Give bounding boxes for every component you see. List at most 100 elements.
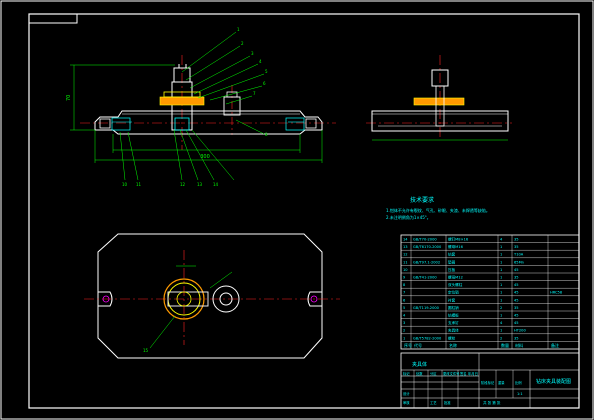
bom-cell: 11: [403, 260, 408, 264]
tb-label-2: 分区: [430, 371, 437, 376]
plan-locating-pin-outer: [212, 285, 240, 313]
plan-left-slot: [98, 291, 113, 307]
bom-cell: 1: [500, 291, 502, 295]
tb-weight: 重量: [498, 380, 505, 385]
plan-leader: [149, 315, 176, 349]
side-base: [371, 110, 509, 132]
plan-view: 15: [84, 233, 340, 359]
side-stud: [435, 85, 445, 127]
bom-cell: 2: [403, 329, 405, 333]
bom-cell: 1: [500, 298, 502, 302]
bom-cell: 45: [514, 268, 519, 272]
balloon-1: 1: [237, 27, 240, 32]
side-view: [366, 55, 512, 141]
tb-label-5: 年月日: [468, 371, 478, 376]
nut-top: [173, 67, 191, 83]
bom-cell: 螺栓: [448, 335, 456, 340]
plan-outer-circle: [163, 278, 205, 320]
title-block-drawing-name: 钻床夹具装配图: [536, 378, 571, 385]
bom-cell: 1: [500, 329, 502, 333]
leader-lines-bottom: [119, 129, 235, 181]
balloon-b13: 13: [197, 182, 203, 187]
plan-inner-circle: [176, 291, 192, 307]
bom-cell: 支承钉: [448, 320, 459, 325]
bom-cell: 35: [514, 306, 519, 310]
bom-cell: 35: [514, 276, 519, 280]
balloon-4: 4: [259, 59, 262, 64]
bom-cell: 螺钉M8×16: [448, 237, 469, 242]
bom-cell: 45: [514, 298, 519, 302]
bom-cell: 35: [514, 336, 519, 340]
balloon-5: 5: [265, 69, 268, 74]
balloon-2: 2: [241, 41, 244, 46]
balloon-3: 3: [251, 51, 254, 56]
tb-label-0: 标记: [403, 371, 410, 376]
plan-clamp-bar: [167, 291, 209, 307]
plan-leader-2: [209, 271, 233, 289]
bom-header-cell: 名称: [449, 342, 457, 348]
bom-header-cell: 序号: [404, 342, 412, 348]
bom-cell: 12: [403, 253, 408, 257]
bom-cell: GB/T119-2000: [413, 306, 440, 310]
bom-cell: 45: [514, 321, 519, 325]
bom-cell: 1: [500, 276, 502, 280]
bom-cell: 螺母M16: [448, 244, 464, 249]
bom-cell: 定位销: [448, 290, 459, 295]
bom-cell: 4: [403, 314, 406, 318]
left-support-block: [111, 117, 131, 131]
bom-cell: 垫圈: [448, 259, 456, 264]
bom-header-cell: 材料: [515, 342, 523, 348]
bom-cell: 衬套: [448, 297, 456, 302]
balloon-8: 8: [265, 132, 268, 137]
bom-cell: 6: [403, 298, 406, 302]
bom-cell: 1: [500, 245, 502, 249]
bom-cell: 13: [403, 245, 408, 249]
bom-cell: 3: [403, 321, 405, 325]
tb-review: 审核: [403, 400, 410, 405]
bom-cell: 1: [500, 268, 502, 272]
bom-cell: 35: [514, 238, 519, 242]
bom-header-cell: 代号: [414, 342, 422, 348]
bom-cell: 7: [403, 291, 405, 295]
plan-locating-pin-inner: [219, 292, 233, 306]
bom-cell: 1: [403, 336, 405, 340]
tech-note-1: 1.钳体不允许有裂纹、气孔、砂眼、夹渣、未焊透等缺陷。: [386, 207, 490, 213]
plan-left-bolt: [102, 295, 110, 303]
title-tab: [28, 13, 78, 24]
plan-balloon: 15: [143, 348, 149, 353]
bom-cell: 10: [403, 268, 408, 272]
bom-cell: HRC58: [550, 291, 563, 295]
bom-cell: 螺母M12: [448, 275, 463, 280]
bom-cell: 35: [514, 245, 519, 249]
balloon-b10: 10: [122, 182, 128, 187]
balloon-b11: 11: [136, 182, 142, 187]
balloon-6: 6: [263, 81, 266, 86]
title-block: 夹具体 钻床夹具装配图 标记 处数 分区 更改文件号 签名 年月日 设计 审核 …: [400, 352, 580, 409]
plan-body-outline: [97, 233, 323, 359]
bom-cell: 1: [500, 314, 502, 318]
bom-cell: HT200: [514, 329, 526, 333]
bushing-insert: [174, 117, 190, 131]
tb-scale-value: 1:1: [517, 392, 523, 396]
tb-label-3: 更改文件号: [443, 371, 460, 376]
bom-cell: 2: [500, 336, 502, 340]
tb-stage: 阶段标记: [481, 380, 495, 385]
bom-cell: 钻套: [448, 252, 456, 257]
balloon-7: 7: [253, 91, 256, 96]
tb-label-1: 处数: [416, 371, 423, 376]
tb-process: 工艺: [430, 400, 437, 405]
bom-cell: GB/T6170-2000: [413, 245, 442, 249]
bom-frame: [400, 234, 580, 350]
bom-cell: GB/T41-2000: [413, 276, 437, 280]
bom-cell: T10A: [513, 253, 524, 257]
bom-cell: 45: [514, 283, 519, 287]
left-clamp-slot: [99, 118, 111, 129]
clamp-plate-yellow: [163, 91, 201, 98]
bom-cell: 45: [514, 291, 519, 295]
bom-cell: 1: [500, 283, 502, 287]
tb-sheet: 共 张 第 张: [483, 400, 501, 405]
balloon-b14: 14: [213, 182, 219, 187]
tb-design: 设计: [403, 391, 410, 396]
